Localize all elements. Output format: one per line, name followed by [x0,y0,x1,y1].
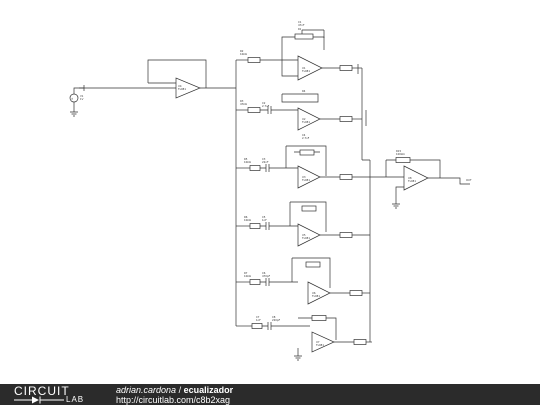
c8-label: C8 [272,315,276,319]
c5-value: 1nF [262,218,267,222]
u2-value: TL081 [302,120,310,124]
r3-value: 47kΩ [240,102,247,106]
c6-label: C6 [262,271,266,275]
r4-label: R4 [302,89,306,93]
stage-u5: R6 10kΩ C5 1nF U5 TL081 [236,201,370,247]
c2-value: 2.7nF [262,104,270,108]
u3-label: U3 [302,175,306,179]
u8-value: TL081 [408,179,416,183]
v1-value: 1V [80,97,84,101]
r5-value: 10kΩ [244,160,251,164]
input-stage: ± V1 1V U4 TL081 [69,59,236,117]
r2-value: 10kΩ [240,52,247,56]
c2-label: C2 [262,101,266,105]
r6-label: R6 [244,215,248,219]
ground-symbols [294,348,302,361]
output-label: OUT [466,178,472,182]
r3-label: R3 [240,99,244,103]
u7-label: U7 [316,340,320,344]
u4-label: U4 [178,84,182,88]
circuit-schematic: ± V1 1V U4 TL081 C1 47nF R1 R2 10kΩ U1 T… [69,20,472,361]
stage-u7: C7 1nF C8 220pF U7 TL081 [236,315,372,353]
r5-label: R5 [244,157,248,161]
c1-value: 47nF [298,23,305,27]
circuitlab-logo[interactable]: CIRCUIT LAB [14,385,96,404]
r6-value: 10kΩ [244,218,251,222]
u1-label: U1 [302,66,306,70]
r15-value: 100kΩ [396,152,404,156]
summing-stage: U8 TL081 R15 100kΩ OUT [357,64,472,342]
v1-label: V1 [80,94,84,98]
circuit-meta: adrian.cardona / ecualizador [116,385,233,395]
c1-label: C1 [298,20,302,24]
diode-icon [14,396,64,404]
u1-value: TL081 [302,69,310,73]
u8-label: U8 [408,176,412,180]
logo-text-bottom: LAB [66,395,85,404]
u5-label: U5 [302,233,306,237]
c6-value: 470pF [262,274,271,278]
footer-bar: CIRCUIT LAB adrian.cardona / ecualizador… [0,384,540,405]
u6-value: TL081 [312,294,320,298]
stage-u3: R5 10kΩ C3 22nF C4 2.7nF U3 TL081 [236,133,370,189]
c7-label: C7 [256,315,260,319]
c3-label: C3 [262,157,266,161]
circuit-url[interactable]: http://circuitlab.com/c8b2xag [116,395,231,405]
stage-u6: R7 10kΩ C6 470pF U6 TL081 [236,257,370,305]
u5-value: TL081 [302,236,310,240]
c4-label: C4 [302,133,306,137]
stage-u1: C1 47nF R1 R2 10kΩ U1 TL081 [236,20,362,81]
c7-value: 1nF [256,318,261,322]
c5-label: C5 [262,215,266,219]
c3-value: 22nF [262,160,269,164]
stage-u2: R3 47kΩ C2 2.7nF R4 U2 TL081 [236,89,362,131]
u3-value: TL081 [302,178,310,182]
r1-label: R1 [298,27,302,31]
path-separator: / [178,385,182,395]
c4-value: 2.7nF [302,136,310,140]
u6-label: U6 [312,291,316,295]
r7-value: 10kΩ [244,274,251,278]
r7-label: R7 [244,271,248,275]
c8-value: 220pF [272,318,281,322]
r2-label: R2 [240,49,244,53]
author-link[interactable]: adrian.cardona [116,385,177,395]
circuit-title[interactable]: ecualizador [183,385,234,395]
r15-label: R15 [396,149,401,153]
u2-label: U2 [302,117,306,121]
u4-value: TL081 [178,87,186,91]
logo-text-top: CIRCUIT [14,384,70,398]
svg-text:±: ± [71,98,73,101]
u7-value: TL081 [316,343,324,347]
